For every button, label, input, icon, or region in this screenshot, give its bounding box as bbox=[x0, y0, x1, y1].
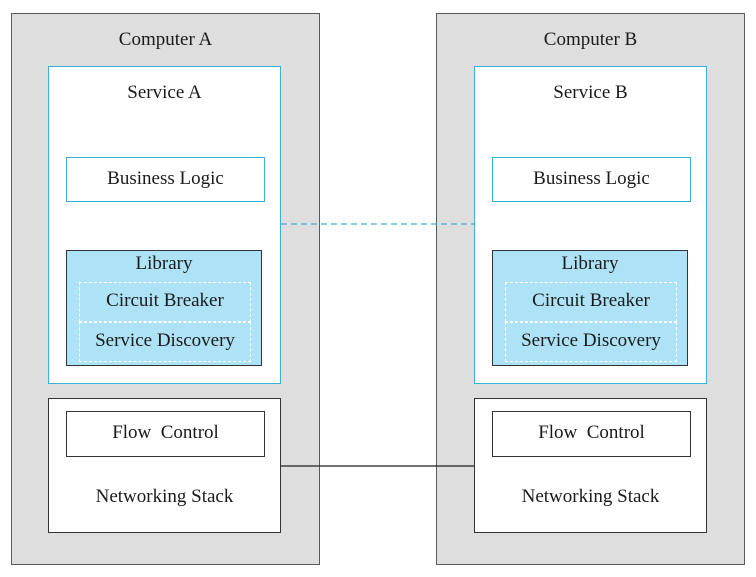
networking-stack-a-label: Networking Stack bbox=[95, 486, 234, 507]
networking-stack-b-label: Networking Stack bbox=[521, 486, 660, 507]
business-logic-b-box bbox=[492, 157, 691, 202]
library-b-title: Library bbox=[561, 253, 619, 274]
service-a-title: Service A bbox=[127, 82, 202, 103]
circuit-breaker-b-label: Circuit Breaker bbox=[532, 290, 650, 311]
business-logic-a-label: Business Logic bbox=[107, 168, 224, 189]
service-discovery-b-box bbox=[505, 322, 677, 362]
service-discovery-a-box bbox=[79, 322, 251, 362]
service-discovery-a-label: Service Discovery bbox=[95, 330, 235, 351]
flow-control-a-box bbox=[66, 411, 265, 457]
library-a-title: Library bbox=[135, 253, 193, 274]
service-discovery-b-label: Service Discovery bbox=[521, 330, 661, 351]
computer-a-title: Computer A bbox=[118, 29, 213, 50]
flow-control-a-label: Flow Control bbox=[112, 422, 219, 443]
service-b-title: Service B bbox=[553, 82, 628, 103]
computer-b-title: Computer B bbox=[543, 29, 638, 50]
business-logic-a-box bbox=[66, 157, 265, 202]
business-logic-b-label: Business Logic bbox=[533, 168, 650, 189]
library-b-box bbox=[492, 250, 688, 366]
circuit-breaker-b-box bbox=[505, 282, 677, 322]
circuit-breaker-a-label: Circuit Breaker bbox=[106, 290, 224, 311]
flow-control-b-label: Flow Control bbox=[538, 422, 645, 443]
circuit-breaker-a-box bbox=[79, 282, 251, 322]
library-a-box bbox=[66, 250, 262, 366]
flow-control-b-box bbox=[492, 411, 691, 457]
